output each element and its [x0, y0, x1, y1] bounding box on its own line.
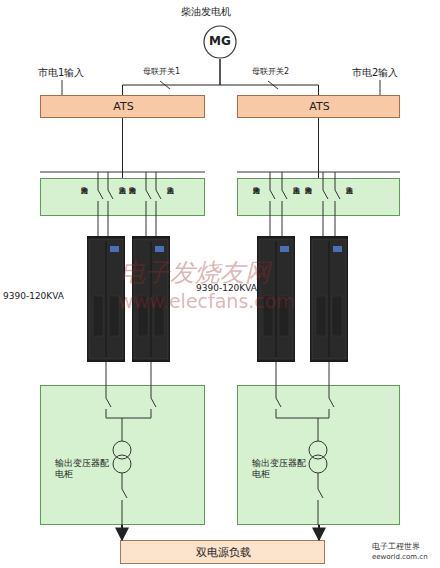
diagram-label: 9390-120KVA: [196, 283, 257, 293]
wire-connector: [220, 59, 319, 95]
diagram-label: 母联开关1: [143, 66, 180, 77]
input-panel: 旁路输入主路输入旁路输入主路输入: [40, 178, 205, 216]
diagram-label: 母联开关2: [252, 66, 289, 77]
generator-circle: 柴油发电机MG: [203, 25, 237, 59]
wire-connector: [318, 525, 320, 540]
wire-connector: [318, 118, 319, 178]
node-text: ATS: [238, 100, 401, 113]
output-panel: 输出变压器配电柜: [237, 385, 400, 525]
node-text: 输出变压器配电柜: [252, 458, 310, 480]
node-text: 柴油发电机: [181, 6, 261, 18]
input-wires: [40, 172, 400, 236]
ats-box: ATS: [40, 95, 205, 118]
wire-connector: [121, 525, 123, 540]
watermark-text: eeworld.com.cn: [372, 553, 428, 561]
node-text: MG: [203, 34, 237, 48]
watermark-text: 电子发烧友网: [120, 256, 270, 289]
diagram-label: 市电1输入: [38, 66, 84, 80]
diagram-label: 市电2输入: [352, 66, 398, 80]
watermark-text: 电子工程世界: [372, 541, 420, 552]
watermark-text: www.elecfans.com: [118, 290, 295, 312]
output-wires: [106, 362, 334, 525]
output-panel: 输出变压器配电柜: [40, 385, 205, 525]
utility-wires: [62, 80, 380, 95]
wire-connector: [123, 59, 221, 95]
wire-connector: [122, 118, 123, 178]
ups-cabinets: [87, 236, 348, 362]
diagram-label: 9390-120KVA: [3, 291, 64, 301]
node-text: 双电源负载: [121, 546, 326, 559]
input-panel: 旁路输入主路输入旁路输入主路输入: [237, 178, 400, 216]
load-box: 双电源负载: [120, 540, 325, 564]
node-text: ATS: [41, 100, 206, 113]
ats-box: ATS: [237, 95, 400, 118]
node-text: 输出变压器配电柜: [55, 458, 113, 480]
